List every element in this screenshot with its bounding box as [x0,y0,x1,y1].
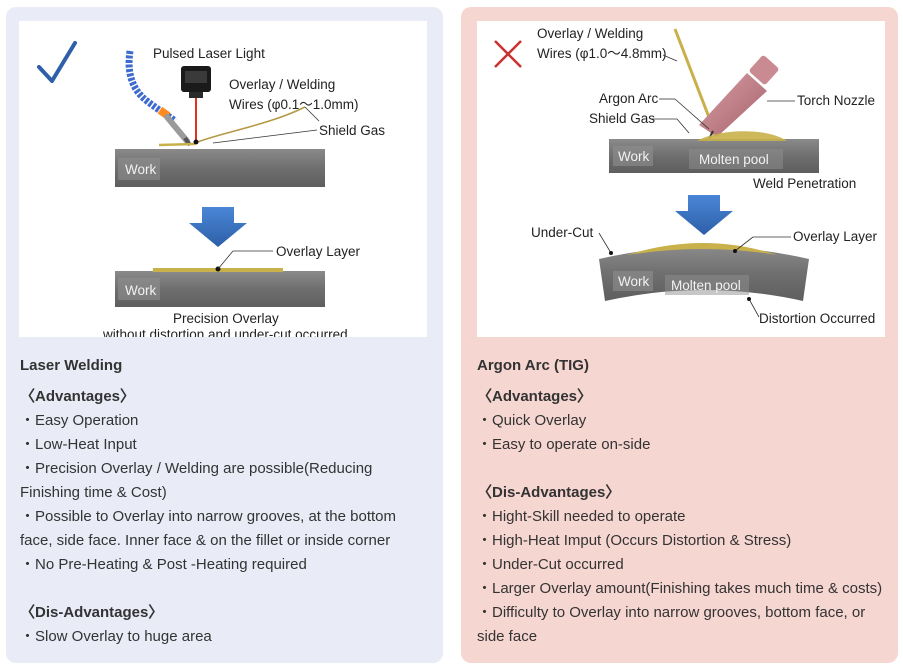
shield-gas-label: Shield Gas [319,123,385,138]
list-item: ・Low-Heat Input [20,436,137,453]
laser-advantages-list: 〈Advantages〉 ・Easy Operation ・Low-Heat I… [20,385,430,649]
distortion-label: Distortion Occurred [759,311,875,326]
argon-arc-figure: Work Molten pool Overlay / Welding Wires… [477,21,885,337]
advantages-heading: 〈Advantages〉 [477,388,593,405]
molten-pool-label-top: Molten pool [699,152,769,167]
argon-arc-panel: Work Molten pool Overlay / Welding Wires… [461,7,898,663]
list-item: ・Precision Overlay / Welding are possibl… [20,460,373,477]
list-item: ・Larger Overlay amount(Finishing takes m… [477,580,883,597]
argon-arc-diagram: Work Molten pool Overlay / Welding Wires… [494,26,878,326]
caption-line2: without distortion and under-cut occurre… [102,327,348,337]
list-item: ・High-Heat Imput (Occurs Distortion & St… [477,532,792,549]
argon-arc-title: Argon Arc (TIG) [477,357,589,374]
overlay-layer-label: Overlay Layer [276,244,361,259]
work-label-top: Work [618,149,650,164]
advantages-heading: 〈Advantages〉 [20,388,136,405]
overlay-layer-label: Overlay Layer [793,229,878,244]
shield-gas-label: Shield Gas [589,111,655,126]
list-item: ・Possible to Overlay into narrow grooves… [20,508,397,525]
disadvantages-heading: 〈Dis-Advantages〉 [477,484,621,501]
work-label-top: Work [125,162,157,177]
torch-nozzle-icon [699,55,779,140]
disadvantages-heading: 〈Dis-Advantages〉 [20,604,164,621]
down-arrow-icon [189,207,247,247]
pulsed-laser-label: Pulsed Laser Light [153,46,265,61]
welding-wire [194,106,306,144]
wires-label-line2: Wires (φ1.0～4.8mm) [537,46,667,61]
laser-welding-title: Laser Welding [20,357,123,374]
caption-line1: Precision Overlay [173,311,279,326]
work-label-bottom: Work [125,283,157,298]
list-item: ・Easy Operation [20,412,139,429]
laser-welding-figure: Work Pulsed Laser Light Overlay / Weldin… [19,21,427,337]
argon-arc-label: Argon Arc [599,91,659,106]
molten-pool-label-bottom: Molten pool [671,278,741,293]
list-item: ・Difficulty to Overlay into narrow groov… [477,604,866,621]
wires-label-line1: Overlay / Welding [229,77,335,92]
wires-label-line1: Overlay / Welding [537,26,643,41]
list-item: ・Easy to operate on-side [477,436,651,453]
work-label-bottom: Work [618,274,650,289]
laser-welding-panel: Work Pulsed Laser Light Overlay / Weldin… [6,7,443,663]
check-icon [37,41,77,83]
wires-label-line2: Wires (φ0.1～1.0mm) [229,97,359,112]
list-item: ・Quick Overlay [477,412,587,429]
laser-head-icon [181,66,211,144]
cross-icon [494,40,522,68]
torch-nozzle-label: Torch Nozzle [797,93,875,108]
gas-nozzle-icon [125,50,192,147]
list-item: ・Under-Cut occurred [477,556,624,573]
list-item: Finishing time & Cost) [20,484,167,501]
list-item: ・Hight-Skill needed to operate [477,508,686,525]
list-item: side face [477,628,538,645]
weld-penetration-label: Weld Penetration [753,176,856,191]
list-item: ・Slow Overlay to huge area [20,628,212,645]
down-arrow-icon [675,195,733,235]
laser-welding-diagram: Work Pulsed Laser Light Overlay / Weldin… [37,41,385,337]
list-item: face, side face. Inner face & on the fil… [20,532,391,549]
list-item: ・No Pre-Heating & Post -Heating required [20,556,307,573]
argon-advantages-list: 〈Advantages〉 ・Quick Overlay ・Easy to ope… [477,385,892,649]
under-cut-label: Under-Cut [531,225,594,240]
